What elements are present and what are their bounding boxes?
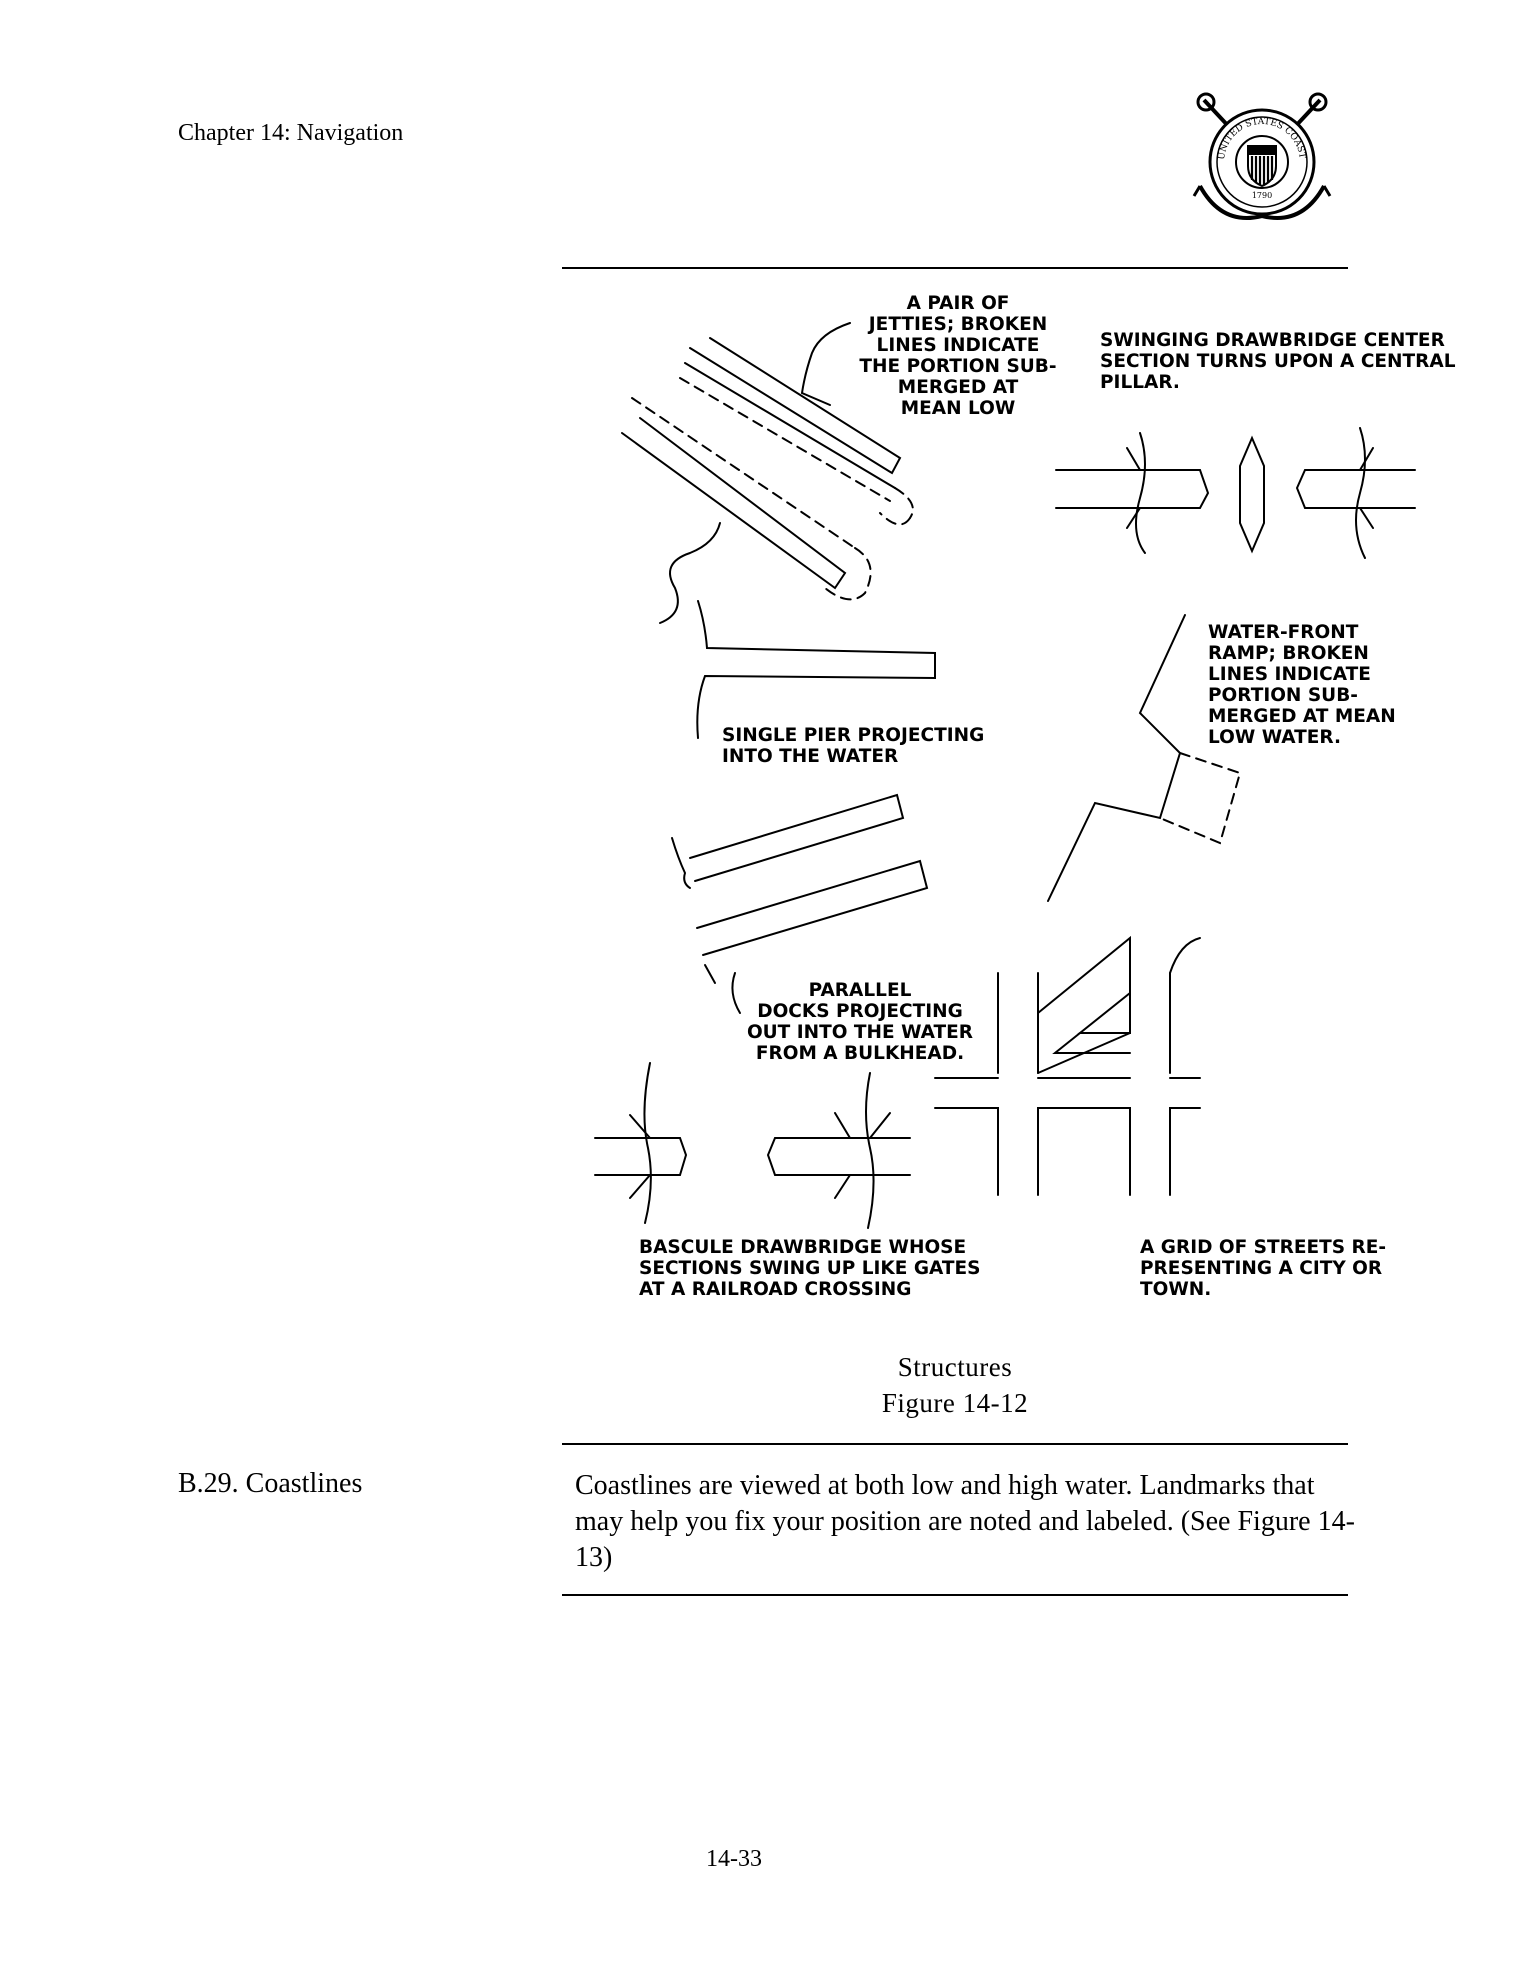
label-bascule-line: AT A RAILROAD CROSSING — [639, 1279, 911, 1300]
figure-drawings — [594, 322, 1416, 1229]
label-bascule-drawbridge: BASCULE DRAWBRIDGE WHOSE SECTIONS SWING … — [639, 1237, 981, 1300]
section-body: Coastlines are viewed at both low and hi… — [575, 1470, 1355, 1573]
label-jetties-line: MERGED AT — [898, 377, 1019, 398]
label-street-grid: A GRID OF STREETS RE- PRESENTING A CITY … — [1140, 1237, 1386, 1300]
label-bascule-line: SECTIONS SWING UP LIKE GATES — [639, 1258, 981, 1279]
seal-year: 1790 — [1252, 191, 1272, 200]
coast-guard-seal-logo: UNITED STATES COAST GUARD 1790 — [1192, 90, 1332, 220]
label-swinging-drawbridge: SWINGING DRAWBRIDGE CENTER SECTION TURNS… — [1100, 330, 1456, 393]
label-docks-line: FROM A BULKHEAD. — [756, 1043, 964, 1064]
label-jetties-line: LINES INDICATE — [877, 335, 1040, 356]
label-jetties-line: MEAN LOW — [901, 398, 1016, 419]
label-swinging-line: PILLAR. — [1100, 372, 1180, 393]
label-grid-line: A GRID OF STREETS RE- — [1140, 1237, 1386, 1258]
bascule-drawbridge-drawing — [594, 1062, 911, 1229]
label-ramp-line: RAMP; BROKEN — [1208, 643, 1369, 664]
parallel-docks-drawing — [671, 793, 929, 1014]
page-number: 14-33 — [706, 1846, 762, 1872]
label-ramp-line: MERGED AT MEAN — [1208, 706, 1396, 727]
section-top-rule — [562, 1443, 1348, 1445]
figure-caption-title: Structures — [897, 1352, 1013, 1382]
label-grid-line: TOWN. — [1140, 1279, 1211, 1300]
label-ramp-line: LINES INDICATE — [1208, 664, 1371, 685]
street-grid-drawing — [934, 935, 1201, 1196]
section-heading: B.29. Coastlines — [178, 1468, 363, 1499]
label-ramp: WATER-FRONT RAMP; BROKEN LINES INDICATE … — [1208, 622, 1396, 748]
structures-figure: A PAIR OF JETTIES; BROKEN LINES INDICATE… — [594, 293, 1456, 1300]
chapter-header: Chapter 14: Navigation — [178, 120, 404, 146]
label-single-pier: SINGLE PIER PROJECTING INTO THE WATER — [722, 725, 984, 767]
label-ramp-line: PORTION SUB- — [1208, 685, 1358, 706]
label-bascule-line: BASCULE DRAWBRIDGE WHOSE — [639, 1237, 966, 1258]
top-rule — [562, 267, 1348, 269]
figure-caption-number: Figure 14-12 — [881, 1388, 1029, 1418]
ramp-drawing — [1047, 614, 1242, 902]
label-jetties-line: A PAIR OF — [907, 293, 1010, 314]
label-jetties-line: JETTIES; BROKEN — [867, 314, 1047, 335]
label-docks-line: OUT INTO THE WATER — [747, 1022, 973, 1043]
label-docks-line: PARALLEL — [809, 980, 912, 1001]
label-grid-line: PRESENTING A CITY OR — [1140, 1258, 1382, 1279]
label-swinging-line: SWINGING DRAWBRIDGE CENTER — [1100, 330, 1445, 351]
label-pier-line: INTO THE WATER — [722, 746, 898, 767]
label-ramp-line: WATER-FRONT — [1208, 622, 1359, 643]
label-swinging-line: SECTION TURNS UPON A CENTRAL — [1100, 351, 1456, 372]
swinging-drawbridge-drawing — [1055, 427, 1416, 559]
section-bottom-rule — [562, 1594, 1348, 1596]
label-ramp-line: LOW WATER. — [1208, 727, 1341, 748]
label-pier-line: SINGLE PIER PROJECTING — [722, 725, 984, 746]
label-parallel-docks: PARALLEL DOCKS PROJECTING OUT INTO THE W… — [747, 980, 973, 1064]
jetties-drawing — [621, 322, 914, 624]
label-jetties-line: THE PORTION SUB- — [859, 356, 1056, 377]
label-jetties: A PAIR OF JETTIES; BROKEN LINES INDICATE… — [859, 293, 1056, 419]
label-docks-line: DOCKS PROJECTING — [757, 1001, 963, 1022]
single-pier-drawing — [696, 600, 936, 739]
